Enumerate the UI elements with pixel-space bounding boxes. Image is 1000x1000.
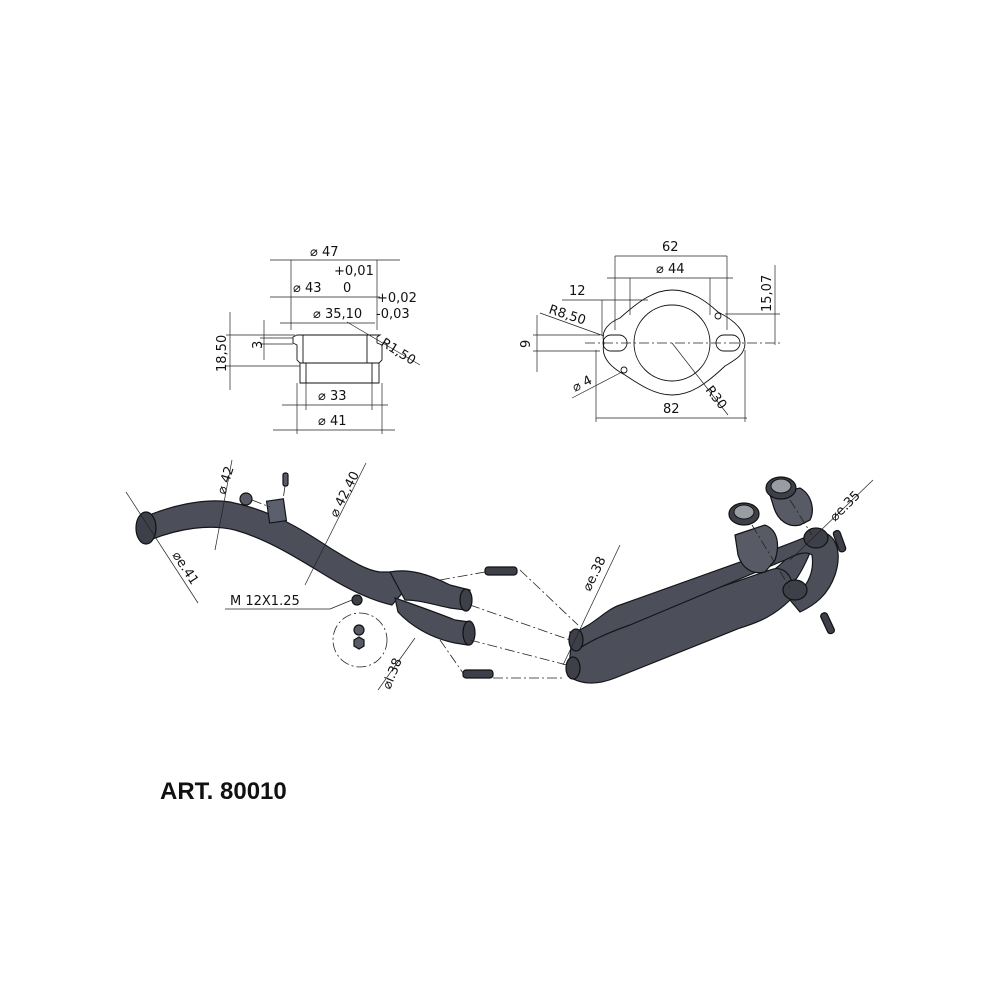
dim-tol2-minus: -0,03 [376,307,410,322]
washer-icon [353,624,365,636]
dim-d41: ⌀ 41 [318,414,347,429]
dim-tol-zero: 0 [343,281,351,296]
dim-r850: R8,50 [547,303,588,329]
dim-di38: ⌀i.38 [380,656,406,691]
spring-icon [484,566,518,576]
dim-hole4: ⌀ 4 [570,373,595,396]
header-port-2 [803,527,829,549]
dim-tol-plus: +0,01 [334,264,374,279]
spring-icon [462,669,494,679]
front-pipe [137,500,406,606]
ring-section-drawing: ⌀ 47 +0,01 0 ⌀ 43 +0,02 -0,03 ⌀ 35,10 R1… [215,245,421,434]
dim-tol2-plus: +0,02 [377,291,417,306]
dim-82: 82 [663,402,680,417]
flange-pin-hole [620,366,628,374]
flange-pin-hole [714,312,722,320]
dim-height: 18,50 [215,335,230,372]
bracket [265,498,288,524]
flange-drawing: 62 ⌀ 44 12 R8,50 9 15,07 ⌀ 4 82 R30 [519,240,780,422]
dim-r30: R30 [702,383,730,412]
spring-icon [832,529,847,553]
spring-icon [820,612,835,635]
exhaust-assembly: ⌀ 42 ⌀ 42,40 ⌀e.41 M 12X1.25 ⌀i.38 ⌀e.38… [125,459,874,691]
bolt-icon [282,472,289,487]
dim-12: 12 [569,284,586,299]
dim-d47: ⌀ 47 [310,245,339,260]
dim-d42: ⌀ 42 [215,464,238,496]
header-port-1 [782,579,808,601]
dim-d33: ⌀ 33 [318,389,347,404]
detail-circle [332,612,388,668]
dim-de38: ⌀e.38 [580,554,609,593]
exhaust-ring-1-bore [733,504,755,520]
dim-1507: 15,07 [760,275,775,312]
dim-d43: ⌀ 43 [293,281,322,296]
dim-d35: ⌀ 35,10 [313,307,362,322]
y-outlet-lower [462,620,476,646]
sensor-plug-icon [353,636,365,650]
header-inlet-lower [565,656,581,680]
exhaust-flange-1 [734,524,779,574]
dim-d44: ⌀ 44 [656,262,685,277]
dim-de41: ⌀e.41 [169,549,201,588]
y-outlet-upper [459,588,473,612]
nut-icon [239,492,253,506]
dim-d4240: ⌀ 42,40 [327,469,363,520]
pipe-inlet-end [135,511,157,545]
y-split-lower [394,597,471,646]
exhaust-ring-2-bore [770,478,792,494]
dim-groove: 3 [251,341,266,349]
sensor-boss [351,594,363,606]
dim-9: 9 [519,340,534,348]
dim-thread: M 12X1.25 [230,594,300,609]
dim-de35: ⌀e.35 [827,488,863,524]
ring-outline [292,334,383,384]
dim-r150: R1,50 [378,336,418,369]
article-number: ART. 80010 [160,778,287,805]
flange-outline [602,289,746,396]
dim-62: 62 [662,240,679,255]
